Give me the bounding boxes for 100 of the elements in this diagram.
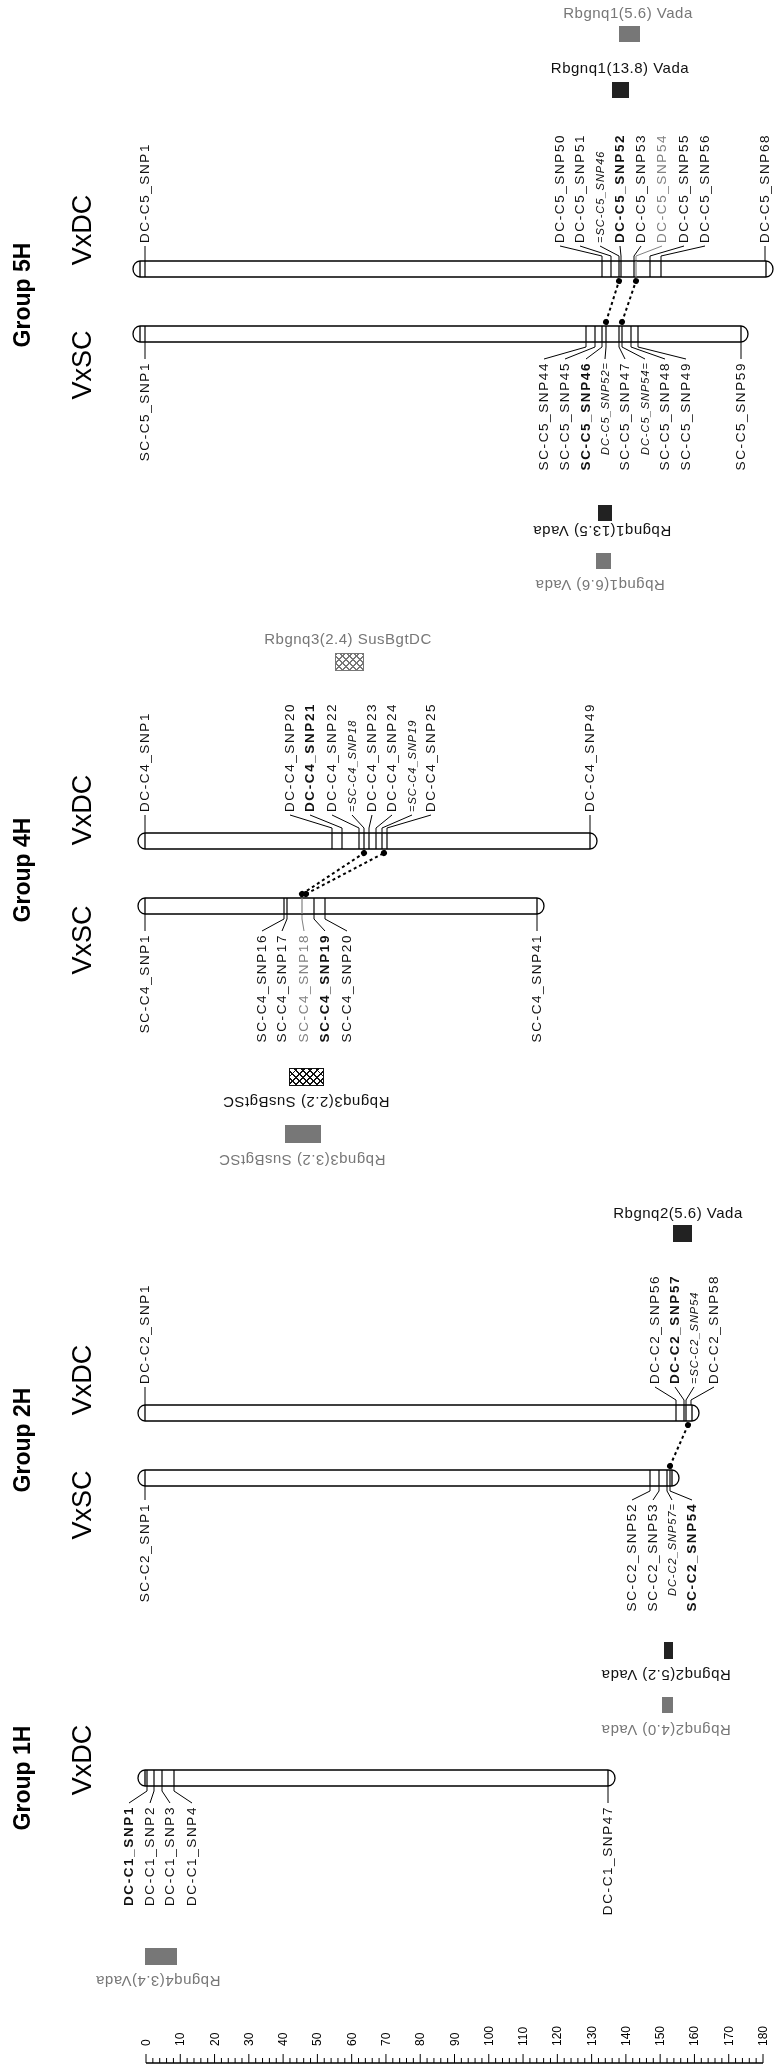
- qtl-label: Rbgnq2(5.2) Vada: [601, 1667, 731, 1683]
- qtl-label: Rbgnq1(13.8) Vada: [550, 59, 690, 75]
- marker-label: SC-C5_SNP49: [679, 362, 693, 471]
- tick-label: 140: [619, 2025, 632, 2046]
- marker-label: DC-C2_SNP56: [648, 1274, 662, 1384]
- marker-label: DC-C5_SNP53: [634, 133, 648, 243]
- marker-label: DC-C5_SNP52=: [599, 362, 611, 455]
- chromosome-bar: [137, 897, 545, 915]
- marker-label: DC-C4_SNP24: [385, 702, 399, 812]
- qtl-label: Rbgnq3(3.2) SusBgtSC: [218, 1152, 386, 1168]
- leader-line: [386, 814, 432, 834]
- group-title: Group 5H: [10, 242, 34, 348]
- marker-label: SC-C4_SNP19: [318, 934, 332, 1043]
- leader-line: [261, 913, 285, 932]
- marker-label: DC-C1_SNP2: [143, 1806, 157, 1907]
- marker-label: SC-C5_SNP45: [558, 362, 572, 471]
- leader-line: [324, 913, 348, 932]
- marker-label: =SC-C4_SNP19: [406, 719, 418, 812]
- qtl-label: Rbgnq1(6.6) Vada: [535, 577, 665, 593]
- population-label: VxDC: [68, 774, 96, 846]
- leader-line: [674, 1386, 685, 1406]
- group-title: Group 2H: [10, 1387, 34, 1493]
- qtl-label: Rbgnq1(13.5) Vada: [532, 523, 672, 539]
- chromosome-bar: [137, 1469, 680, 1487]
- leader-line: [144, 341, 146, 360]
- tick-label: 160: [688, 2025, 701, 2046]
- leader-line: [599, 245, 620, 262]
- leader-line: [618, 341, 626, 360]
- tick-label: 10: [174, 2032, 187, 2046]
- leader-line: [173, 1785, 193, 1804]
- population-label: VxDC: [68, 194, 96, 266]
- leader-line: [654, 1386, 677, 1406]
- tick-label: 40: [277, 2032, 290, 2046]
- leader-line: [740, 341, 742, 360]
- leader-line: [536, 913, 538, 932]
- marker-label: DC-C5_SNP1: [138, 142, 152, 243]
- marker-label: DC-C1_SNP1: [122, 1806, 136, 1907]
- leader-line: [660, 245, 706, 262]
- qtl-label: Rbgnq2(4.0) Vada: [601, 1722, 731, 1738]
- marker-label: DC-C1_SNP47: [601, 1806, 615, 1916]
- chromosome-bar: [137, 1404, 700, 1422]
- marker-label: SC-C5_SNP44: [537, 362, 551, 471]
- population-label: VxSC: [68, 330, 96, 400]
- tick-label: 20: [208, 2032, 221, 2046]
- leader-line: [149, 1785, 155, 1804]
- population-label: VxDC: [68, 1724, 96, 1796]
- marker-label: SC-C4_SNP1: [138, 934, 152, 1034]
- leader-line: [301, 913, 305, 932]
- tick-label: 130: [585, 2025, 598, 2046]
- leader-line: [375, 814, 393, 834]
- leader-line: [589, 814, 591, 834]
- marker-label: DC-C5_SNP68: [758, 133, 772, 243]
- leader-line: [144, 245, 146, 262]
- marker-label: DC-C2_SNP57: [668, 1274, 682, 1384]
- linkage-line: [299, 850, 367, 897]
- marker-label: DC-C4_SNP25: [424, 702, 438, 812]
- marker-label: =SC-C2_SNP54: [688, 1291, 700, 1384]
- tick-label: 150: [654, 2025, 667, 2046]
- chromosome-bar: [137, 1769, 616, 1787]
- tick-label: 100: [482, 2025, 495, 2046]
- leader-line: [607, 1785, 609, 1804]
- marker-label: SC-C4_SNP17: [275, 934, 289, 1043]
- tick-label: 30: [242, 2032, 255, 2046]
- marker-label: DC-C5_SNP50: [553, 133, 567, 243]
- leader-line: [309, 814, 343, 834]
- leader-line: [649, 245, 685, 262]
- leader-line: [289, 814, 333, 834]
- chromosome-bar: [137, 832, 598, 850]
- marker-label: DC-C4_SNP23: [365, 702, 379, 812]
- leader-line: [313, 913, 326, 932]
- marker-label: SC-C4_SNP16: [255, 934, 269, 1043]
- marker-label: SC-C5_SNP48: [658, 362, 672, 471]
- leader-line: [381, 814, 413, 834]
- leader-line: [543, 341, 587, 360]
- leader-line: [631, 1485, 651, 1501]
- tick-label: 60: [345, 2032, 358, 2046]
- marker-label: DC-C2_SNP1: [138, 1283, 152, 1384]
- marker-label: SC-C4_SNP18: [297, 934, 311, 1043]
- marker-label: DC-C5_SNP51: [573, 133, 587, 243]
- leader-line: [630, 341, 666, 360]
- leader-line: [585, 341, 603, 360]
- qtl-label: Rbgnq3(2.4) SusBgtDC: [264, 630, 432, 646]
- leader-line: [144, 1485, 146, 1501]
- marker-label: SC-C5_SNP59: [734, 362, 748, 471]
- marker-label: =SC-C5_SNP46: [594, 150, 606, 243]
- leader-line: [128, 1785, 148, 1804]
- leader-line: [652, 1485, 660, 1501]
- leader-line: [604, 341, 607, 360]
- population-label: VxSC: [68, 905, 96, 975]
- leader-line: [669, 1485, 693, 1501]
- leader-line: [368, 814, 373, 834]
- leader-line: [633, 245, 642, 262]
- marker-label: SC-C4_SNP20: [340, 934, 354, 1043]
- qtl-label: Rbgnq2(5.6) Vada: [613, 1204, 743, 1220]
- tick-label: 70: [379, 2032, 392, 2046]
- marker-label: =SC-C4_SNP18: [346, 719, 358, 812]
- leader-line: [579, 245, 612, 262]
- marker-label: DC-C5_SNP56: [698, 133, 712, 243]
- leader-line: [144, 814, 146, 834]
- tick-label: 0: [140, 2039, 152, 2046]
